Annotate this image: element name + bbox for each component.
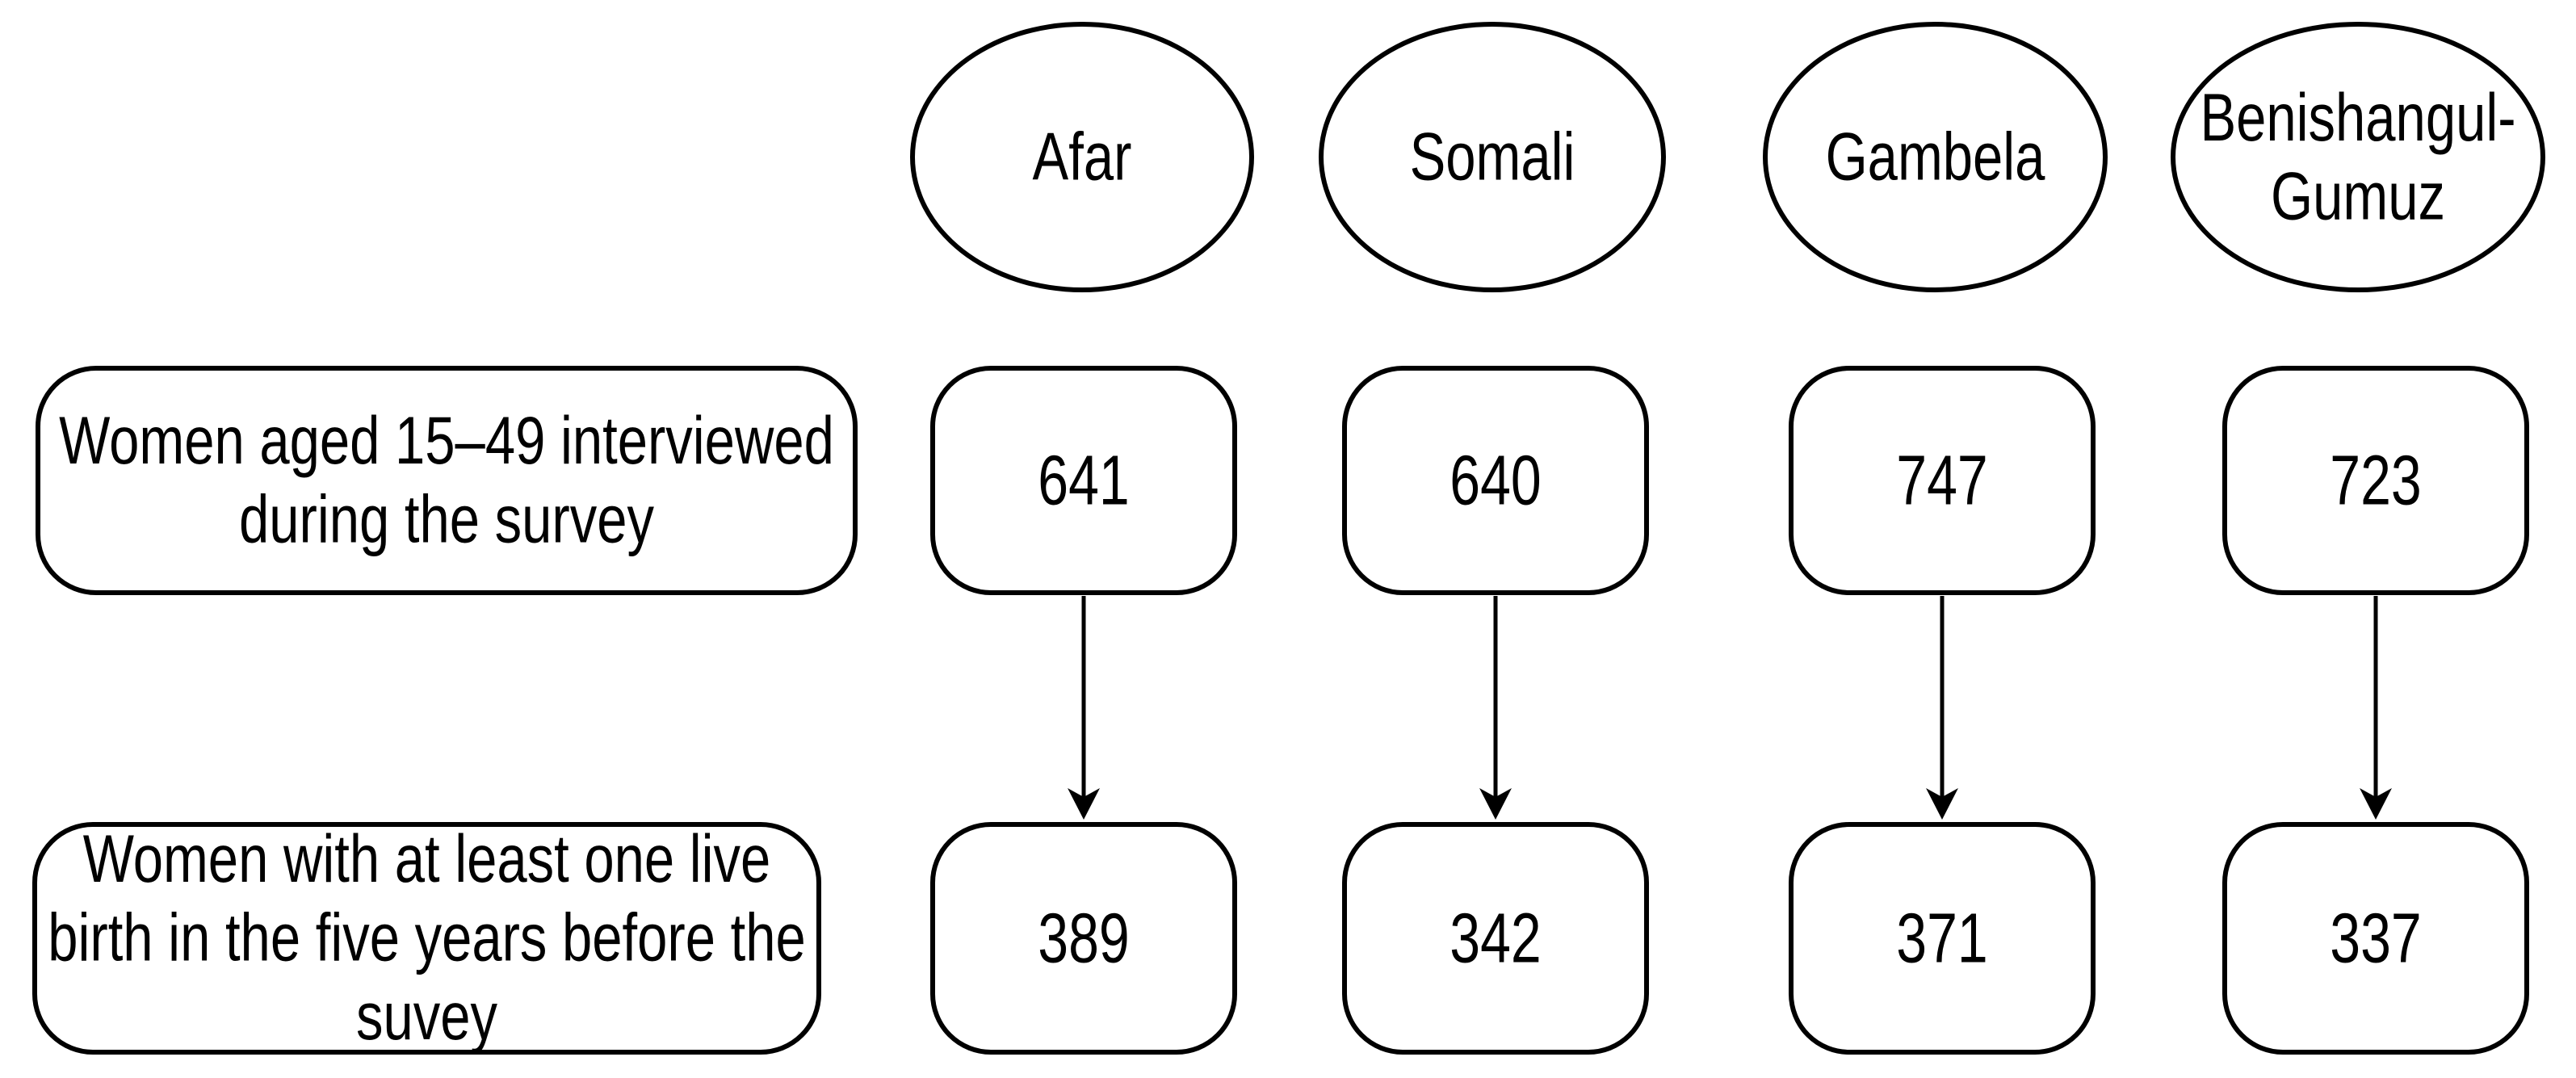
live-birth-count: 371: [1896, 899, 1988, 978]
region-name: Afar: [1032, 119, 1132, 195]
interviewed-count: 641: [1038, 441, 1130, 520]
live-birth-count: 337: [2330, 899, 2422, 978]
row-label-live-birth: Women with at least one live birth in th…: [32, 821, 821, 1055]
arrow-connector-afar: [1068, 596, 1100, 820]
live-birth-count-box-afar: 389: [930, 822, 1237, 1055]
arrowhead-icon: [1926, 788, 1958, 820]
arrowhead-icon: [1479, 788, 1512, 820]
interviewed-count-box-afar: 641: [930, 366, 1237, 595]
arrow-connector-gambela: [1926, 596, 1958, 820]
live-birth-count: 342: [1450, 899, 1542, 978]
arrow-connector-benishangul-gumuz: [2360, 596, 2392, 820]
region-ellipse-afar: Afar: [910, 22, 1254, 292]
live-birth-count: 389: [1038, 899, 1130, 978]
interviewed-count: 723: [2330, 441, 2422, 520]
interviewed-count: 747: [1896, 441, 1988, 520]
row-label-text: Women aged 15–49 interviewed during the …: [59, 402, 834, 557]
region-ellipse-benishangul-gumuz: Benishangul-Gumuz: [2171, 22, 2545, 292]
interviewed-count-box-somali: 640: [1342, 366, 1649, 595]
region-name: Somali: [1409, 119, 1575, 195]
arrowhead-icon: [1068, 788, 1100, 820]
interviewed-count-box-gambela: 747: [1789, 366, 2096, 595]
row-label-text: Women with at least one live birth in th…: [48, 821, 806, 1055]
interviewed-count-box-benishangul-gumuz: 723: [2222, 366, 2529, 595]
region-name: Gambela: [1825, 119, 2045, 195]
interviewed-count: 640: [1450, 441, 1542, 520]
live-birth-count-box-gambela: 371: [1789, 822, 2096, 1055]
arrow-connector-somali: [1479, 596, 1512, 820]
arrowhead-icon: [2360, 788, 2392, 820]
row-label-interviewed: Women aged 15–49 interviewed during the …: [36, 366, 858, 595]
region-ellipse-gambela: Gambela: [1763, 22, 2108, 292]
live-birth-count-box-benishangul-gumuz: 337: [2222, 822, 2529, 1055]
region-ellipse-somali: Somali: [1319, 22, 1666, 292]
region-name: Benishangul-Gumuz: [2200, 79, 2516, 234]
live-birth-count-box-somali: 342: [1342, 822, 1649, 1055]
